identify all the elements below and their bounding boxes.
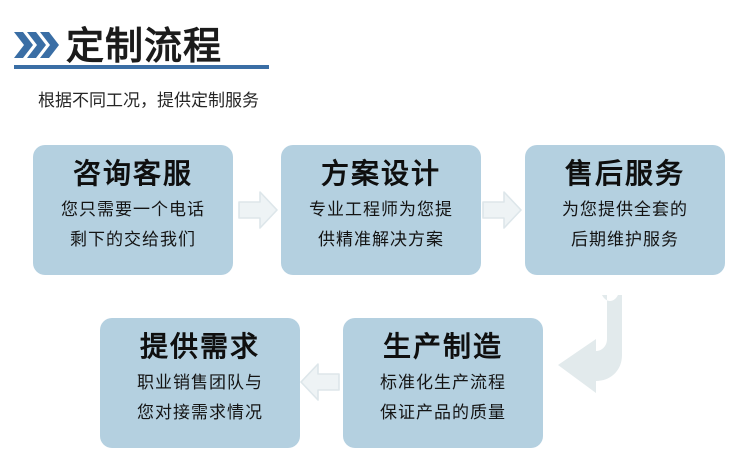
arrow-left-icon xyxy=(300,363,340,401)
page-header: 定制流程 xyxy=(14,16,414,72)
flow-card-title: 咨询客服 xyxy=(72,157,193,190)
flow-card-title: 方案设计 xyxy=(320,157,441,190)
title-underline-rule xyxy=(14,65,269,69)
arrow-right-icon xyxy=(238,191,278,229)
flow-card-line: 为您提供全套的 xyxy=(562,200,688,220)
flow-card-title: 生产制造 xyxy=(382,330,503,363)
triple-chevron-right-icon xyxy=(14,32,59,58)
flow-card-after-sales[interactable]: 售后服务 为您提供全套的 后期维护服务 xyxy=(525,145,725,275)
flow-card-line: 您只需要一个电话 xyxy=(61,200,205,220)
flow-card-line: 您对接需求情况 xyxy=(137,403,263,423)
flow-card-line: 职业销售团队与 xyxy=(137,373,263,393)
flow-card-line: 标准化生产流程 xyxy=(380,373,506,393)
flow-card-line: 后期维护服务 xyxy=(571,230,679,250)
flow-card-title: 售后服务 xyxy=(564,157,685,190)
arrow-right-icon xyxy=(482,191,522,229)
arrow-bend-down-left-icon xyxy=(558,295,622,393)
flow-card-line: 供精准解决方案 xyxy=(318,230,444,250)
flow-card-consultation[interactable]: 咨询客服 您只需要一个电话 剩下的交给我们 xyxy=(33,145,233,275)
flow-card-solution-design[interactable]: 方案设计 专业工程师为您提 供精准解决方案 xyxy=(281,145,481,275)
flow-card-title: 提供需求 xyxy=(139,330,260,363)
flow-card-line: 专业工程师为您提 xyxy=(309,200,453,220)
flow-card-provide-requirements[interactable]: 提供需求 职业销售团队与 您对接需求情况 xyxy=(100,318,300,448)
page-title: 定制流程 xyxy=(66,24,223,68)
flow-card-production[interactable]: 生产制造 标准化生产流程 保证产品的质量 xyxy=(343,318,543,448)
flow-card-line: 保证产品的质量 xyxy=(380,403,506,423)
flow-card-line: 剩下的交给我们 xyxy=(70,230,196,250)
page-subtitle: 根据不同工况，提供定制服务 xyxy=(38,91,259,111)
